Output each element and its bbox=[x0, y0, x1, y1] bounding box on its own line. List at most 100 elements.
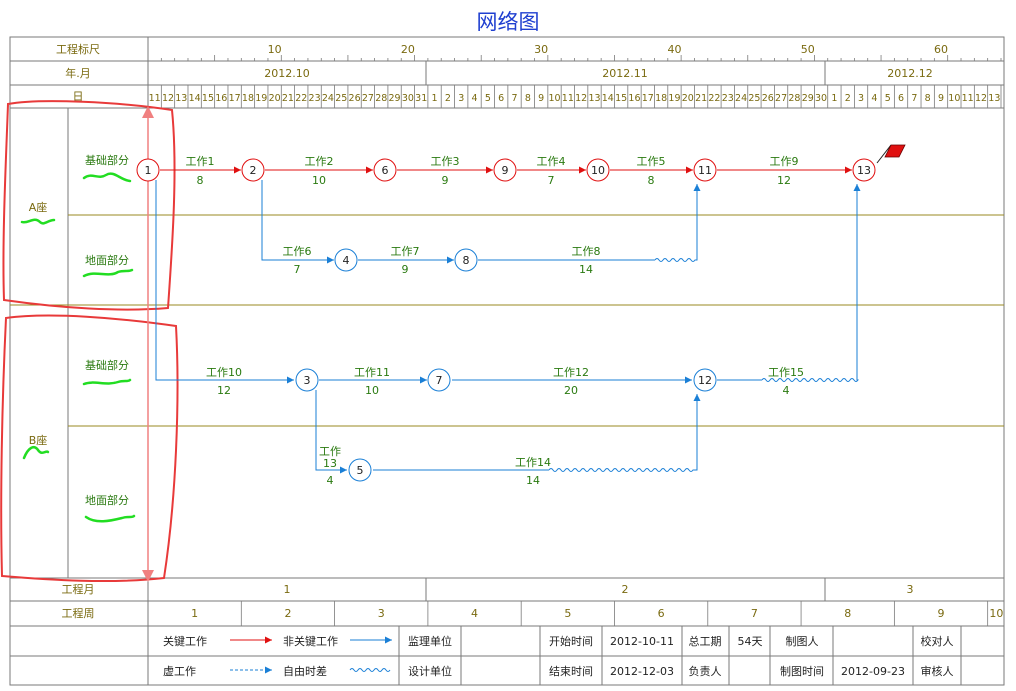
week-cell: 9 bbox=[938, 607, 945, 620]
svg-text:10: 10 bbox=[591, 164, 605, 177]
node-2: 2 bbox=[241, 158, 265, 182]
work-duration: 4 bbox=[327, 474, 334, 487]
day-cell: 8 bbox=[925, 93, 931, 104]
day-cell: 3 bbox=[458, 93, 464, 104]
total-duration-value: 54天 bbox=[738, 635, 763, 648]
day-cell: 12 bbox=[975, 93, 987, 104]
end-time-value: 2012-12-03 bbox=[610, 665, 674, 678]
day-cell: 13 bbox=[175, 93, 187, 104]
day-cell: 29 bbox=[389, 93, 401, 104]
work-name: 工作4 bbox=[537, 155, 566, 168]
day-cell: 9 bbox=[538, 93, 544, 104]
day-cell: 12 bbox=[162, 93, 174, 104]
group-b-label: B座 bbox=[29, 433, 48, 447]
scale-tick-label: 30 bbox=[534, 43, 548, 56]
work-name: 工作10 bbox=[206, 366, 242, 379]
work-name: 工作3 bbox=[431, 155, 460, 168]
day-cell: 16 bbox=[628, 93, 640, 104]
month-label: 年.月 bbox=[65, 66, 91, 80]
day-cell: 26 bbox=[349, 93, 361, 104]
svg-text:5: 5 bbox=[357, 464, 364, 477]
month-2012-12: 2012.12 bbox=[887, 67, 933, 80]
work-duration: 12 bbox=[217, 384, 231, 397]
legend-free-float-wave bbox=[349, 668, 391, 672]
day-cell: 21 bbox=[695, 93, 707, 104]
work-name: 工作11 bbox=[354, 366, 390, 379]
scale-tick-label: 20 bbox=[401, 43, 415, 56]
week-cell: 10 bbox=[989, 607, 1003, 620]
day-cell: 1 bbox=[432, 93, 438, 104]
day-cell: 13 bbox=[988, 93, 1000, 104]
week-cell: 3 bbox=[378, 607, 385, 620]
day-cell: 24 bbox=[735, 93, 747, 104]
day-cell: 9 bbox=[938, 93, 944, 104]
node-10: 10 bbox=[586, 158, 610, 182]
week-cell: 5 bbox=[564, 607, 571, 620]
draw-time-label: 制图时间 bbox=[780, 665, 824, 678]
day-cell: 2 bbox=[445, 93, 451, 104]
day-cell: 11 bbox=[149, 93, 161, 104]
day-cell: 3 bbox=[858, 93, 864, 104]
week-cell: 6 bbox=[658, 607, 665, 620]
work-name: 工作12 bbox=[553, 366, 589, 379]
row-b-ground: 地面部分 bbox=[85, 493, 129, 507]
legend-noncritical-label: 非关键工作 bbox=[283, 634, 338, 648]
week-cell: 2 bbox=[284, 607, 291, 620]
day-cell: 5 bbox=[485, 93, 491, 104]
edge-work14-float bbox=[548, 394, 701, 472]
day-cell: 6 bbox=[498, 93, 504, 104]
scale-tick-label: 60 bbox=[934, 43, 948, 56]
day-cell: 11 bbox=[962, 93, 974, 104]
node-13: 13 bbox=[852, 158, 876, 182]
day-cell: 28 bbox=[375, 93, 387, 104]
week-cell: 4 bbox=[471, 607, 478, 620]
day-cell: 26 bbox=[762, 93, 774, 104]
work-labels: 工作1 8 工作2 10 工作3 9 工作4 7 工作5 8 工作9 12 工作… bbox=[186, 155, 805, 487]
node-4: 4 bbox=[334, 248, 358, 272]
legend-designer-label: 设计单位 bbox=[408, 664, 452, 678]
svg-text:8: 8 bbox=[463, 254, 470, 267]
work-duration: 14 bbox=[526, 474, 540, 487]
day-cell: 27 bbox=[775, 93, 787, 104]
week-cell: 7 bbox=[751, 607, 758, 620]
work-name: 工作14 bbox=[515, 456, 551, 469]
legend-supervisor-label: 监理单位 bbox=[408, 634, 452, 648]
edge-work13 bbox=[315, 390, 347, 474]
svg-text:6: 6 bbox=[382, 164, 389, 177]
work-duration: 8 bbox=[648, 174, 655, 187]
work-duration: 10 bbox=[365, 384, 379, 397]
legend-critical-label: 关键工作 bbox=[163, 634, 207, 648]
day-cell: 24 bbox=[322, 93, 334, 104]
node-1: 1 bbox=[136, 158, 160, 182]
work-name: 工作15 bbox=[768, 366, 804, 379]
row-a-foundation: 基础部分 bbox=[85, 153, 129, 167]
scale-tick-label: 40 bbox=[667, 43, 681, 56]
day-cell: 13 bbox=[588, 93, 600, 104]
day-cell: 22 bbox=[295, 93, 307, 104]
group-a-label: A座 bbox=[29, 200, 48, 214]
svg-text:2: 2 bbox=[250, 164, 257, 177]
day-cell: 19 bbox=[668, 93, 680, 104]
day-cell: 18 bbox=[655, 93, 667, 104]
svg-text:3: 3 bbox=[304, 374, 311, 387]
project-month-label: 工程月 bbox=[62, 583, 95, 596]
day-cell: 6 bbox=[898, 93, 904, 104]
work-name: 工作2 bbox=[305, 155, 334, 168]
work-duration: 20 bbox=[564, 384, 578, 397]
day-cell: 5 bbox=[885, 93, 891, 104]
edge-work15-float bbox=[761, 184, 861, 382]
day-cell: 10 bbox=[948, 93, 960, 104]
work-duration: 10 bbox=[312, 174, 326, 187]
node-3: 3 bbox=[295, 368, 319, 392]
work-duration: 9 bbox=[442, 174, 449, 187]
total-duration-label: 总工期 bbox=[689, 634, 722, 648]
day-label: 日 bbox=[73, 90, 84, 103]
day-cell: 4 bbox=[871, 93, 877, 104]
day-cell: 11 bbox=[562, 93, 574, 104]
day-cell: 15 bbox=[202, 93, 214, 104]
svg-text:11: 11 bbox=[698, 164, 712, 177]
day-cell: 29 bbox=[802, 93, 814, 104]
day-cell: 10 bbox=[548, 93, 560, 104]
work-duration: 7 bbox=[294, 263, 301, 276]
